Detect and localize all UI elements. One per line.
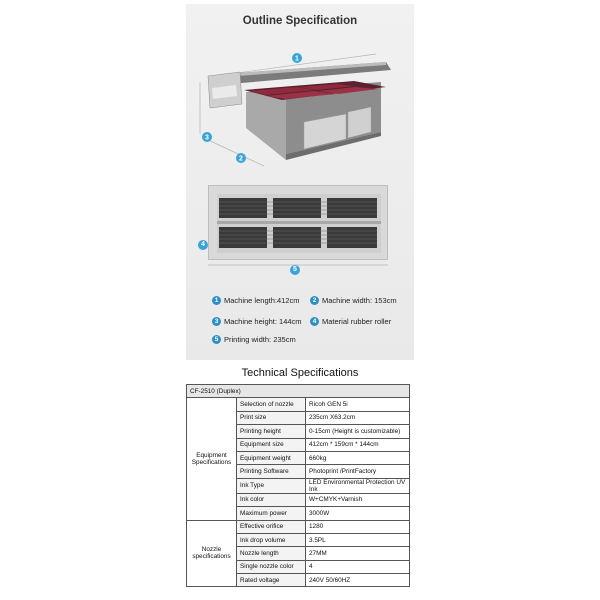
spec-material-roller: 4 Material rubber roller	[310, 317, 391, 326]
marker-1: 1	[295, 56, 299, 63]
spec-number-1: 1	[212, 296, 221, 305]
spec-value: 235cm X63.2cm	[305, 410, 410, 426]
spec-text: Printing width: 235cm	[224, 335, 296, 344]
group-name: Nozzle specifications	[186, 519, 237, 588]
outline-title: Outline Specification	[242, 15, 358, 27]
spec-value: W+CMYK+Varnish	[305, 492, 410, 508]
spec-label: Selection of nozzle	[236, 397, 306, 412]
spec-machine-length: 1 Machine length:412cm	[212, 296, 299, 305]
spec-label: Rated voltage	[236, 573, 306, 588]
spec-value: Ricoh GEN 5i	[305, 397, 410, 412]
spec-text: Machine height: 144cm	[224, 317, 302, 326]
spec-label: Ink drop volume	[236, 532, 306, 548]
spec-label: Printing Software	[236, 464, 306, 479]
spec-machine-width: 2 Machine width: 153cm	[310, 296, 397, 305]
technical-title: Technical Specifications	[241, 367, 359, 379]
spec-label: Equipment size	[236, 437, 306, 452]
group-name: Equipment Specifications	[186, 397, 237, 521]
spec-machine-height: 3 Machine height: 144cm	[212, 317, 302, 326]
marker-5: 5	[290, 265, 300, 275]
spec-text: Material rubber roller	[322, 317, 392, 326]
spec-label: Single nozzle color	[236, 559, 306, 575]
spec-value: 4	[305, 559, 410, 575]
printing-width-line	[208, 264, 388, 266]
outline-panel: Outline Specification 1 3 2	[186, 4, 414, 360]
spec-label: Equipment weight	[236, 450, 306, 466]
marker-2: 2	[239, 156, 243, 163]
spec-value: 3000W	[305, 506, 410, 521]
spec-label: Effective orifice	[236, 519, 306, 534]
spec-value: 660kg	[305, 450, 410, 466]
printer-illustration: 1 3 2	[199, 53, 391, 167]
marker-3: 3	[205, 135, 209, 142]
spec-number-2: 2	[310, 296, 319, 305]
spec-label: Ink Type	[236, 477, 306, 494]
bed-top-view	[208, 185, 388, 260]
marker-4: 4	[198, 240, 208, 250]
spec-label: Ink color	[236, 492, 306, 508]
spec-value: 0-15cm (Height is customizable)	[305, 424, 410, 439]
spec-value: LED Environmental Protection UV Ink	[305, 477, 410, 494]
spec-value: Photoprint /PrintFactory	[305, 464, 410, 479]
model-name: CF-2510 (Duplex)	[186, 383, 410, 399]
spec-number-3: 3	[212, 317, 221, 326]
model-row: CF-2510 (Duplex)	[186, 383, 410, 399]
spec-printing-width: 5 Printing width: 235cm	[212, 335, 296, 344]
spec-label: Nozzle length	[236, 546, 306, 561]
spec-value: 1280	[305, 519, 410, 534]
spec-value: 27MM	[305, 546, 410, 561]
spec-text: Machine width: 153cm	[322, 296, 397, 305]
spec-number-4: 4	[310, 317, 319, 326]
spec-label: Print size	[236, 410, 306, 426]
spec-label: Maximum power	[236, 506, 306, 521]
spec-value: 240V 50/60HZ	[305, 573, 410, 588]
spec-label: Printing height	[236, 424, 306, 439]
spec-number-5: 5	[212, 335, 221, 344]
spec-value: 3.5PL	[305, 532, 410, 548]
spec-text: Machine length:412cm	[224, 296, 300, 305]
spec-value: 412cm * 159cm * 144cm	[305, 437, 410, 452]
spec-table: CF-2510 (Duplex) Equipment Specification…	[186, 383, 410, 588]
